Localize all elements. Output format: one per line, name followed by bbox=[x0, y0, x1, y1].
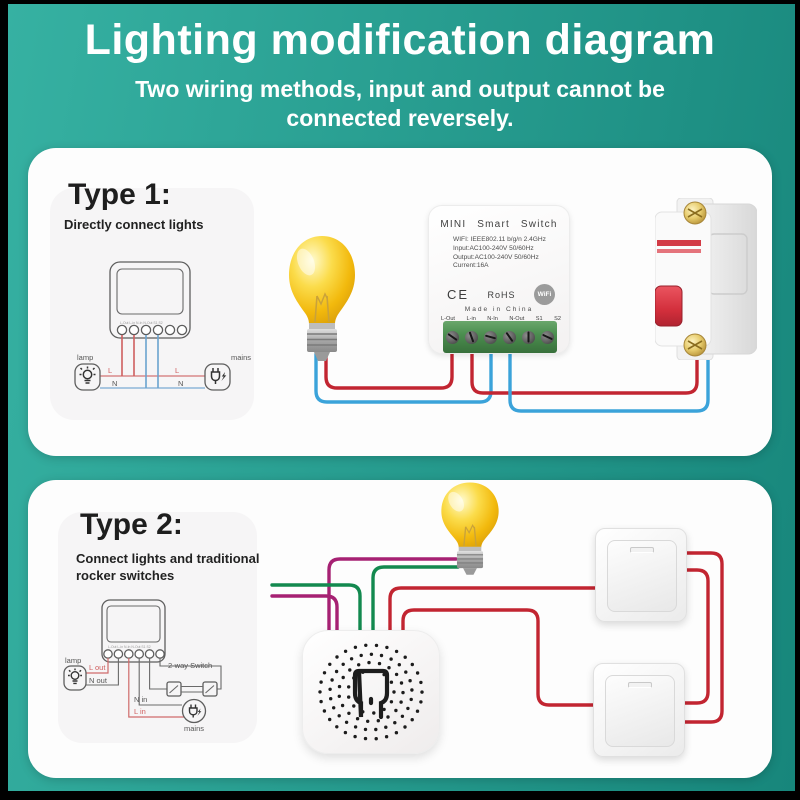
switch-face bbox=[318, 643, 424, 741]
mini-smart-switch: MINI Smart Switch WIFI: IEEE802.11 b/g/n… bbox=[428, 205, 570, 354]
terminal-s1: S1 bbox=[535, 316, 543, 322]
speaker-dots bbox=[318, 643, 424, 741]
type2-description-line2: rocker switches bbox=[76, 568, 175, 583]
light-bulb bbox=[437, 481, 503, 577]
subtitle-line1: Two wiring methods, input and output can… bbox=[135, 76, 665, 102]
rocker-indicator bbox=[628, 682, 652, 688]
terminal-labels-row: L-Out L-in N-In N-Out S1 S2 bbox=[441, 316, 561, 322]
plug-icon bbox=[352, 668, 390, 720]
circuit-breaker bbox=[655, 198, 757, 360]
terminal-screw bbox=[503, 330, 516, 344]
rohs-mark: RoHS bbox=[487, 289, 516, 300]
terminal-l-in: L-in bbox=[466, 316, 476, 322]
ce-mark: CE bbox=[447, 287, 470, 302]
header: Lighting modification diagram Two wiring… bbox=[0, 16, 800, 133]
type2-heading: Type 2: bbox=[80, 508, 183, 541]
wifi-logo: WiFi bbox=[533, 284, 555, 305]
page-subtitle: Two wiring methods, input and output can… bbox=[0, 75, 800, 133]
type2-description: Connect lights and traditional rocker sw… bbox=[76, 550, 259, 584]
terminal-screw bbox=[446, 330, 459, 344]
terminal-screw bbox=[522, 330, 535, 344]
terminal-n-in: N-In bbox=[487, 316, 498, 322]
rocker-indicator bbox=[630, 547, 654, 553]
terminal-s2: S2 bbox=[554, 316, 561, 322]
type1-photo-wires bbox=[314, 344, 710, 413]
type2-panel: Type 2: Connect lights and traditional r… bbox=[28, 480, 772, 778]
breaker-stripe bbox=[657, 240, 701, 246]
spec-output: Output:AC100-240V 50/60Hz bbox=[453, 253, 539, 261]
subtitle-line2: connected reversely. bbox=[286, 105, 514, 131]
type2-card bbox=[58, 512, 257, 743]
terminal-n-out: N-Out bbox=[509, 316, 525, 322]
terminal-screw bbox=[484, 330, 497, 344]
breaker-toggle bbox=[655, 285, 683, 327]
type2-description-line1: Connect lights and traditional bbox=[76, 551, 260, 566]
spec-current: Current:16A bbox=[453, 262, 489, 270]
device-specs: WIFI: IEEE802.11 b/g/n 2.4GHz Input:AC10… bbox=[453, 236, 569, 271]
traveler-wire-outer bbox=[679, 551, 724, 724]
rocker bbox=[607, 540, 677, 612]
made-in-label: Made in China bbox=[464, 306, 534, 313]
type1-description: Directly connect lights bbox=[64, 217, 204, 232]
terminal-screw bbox=[465, 330, 478, 344]
wall-switch-bottom bbox=[593, 663, 685, 757]
magenta-wire-from-left bbox=[270, 594, 339, 634]
certification-row: CE RoHS WiFi bbox=[447, 284, 555, 305]
type1-heading: Type 1: bbox=[68, 178, 171, 211]
rocker bbox=[605, 675, 675, 747]
breaker-stripe bbox=[657, 249, 701, 253]
page-title: Lighting modification diagram bbox=[84, 16, 716, 64]
spec-input: Input:AC100-240V 50/60Hz bbox=[453, 244, 534, 252]
terminal-screw bbox=[541, 330, 554, 344]
round-smart-switch bbox=[302, 630, 440, 754]
device-title: MINI Smart Switch bbox=[440, 219, 558, 230]
terminal-block bbox=[443, 321, 557, 353]
light-bulb bbox=[284, 234, 360, 364]
terminal-l-out: L-Out bbox=[441, 316, 455, 322]
wall-switch-top bbox=[595, 528, 687, 622]
spec-wifi: WIFI: IEEE802.11 b/g/n 2.4GHz bbox=[453, 236, 546, 243]
green-wire-from-left bbox=[270, 583, 362, 634]
s1-wire-to-top-switch bbox=[388, 586, 600, 634]
type1-panel: Type 1: Directly connect lights L-Out L-… bbox=[28, 148, 772, 456]
